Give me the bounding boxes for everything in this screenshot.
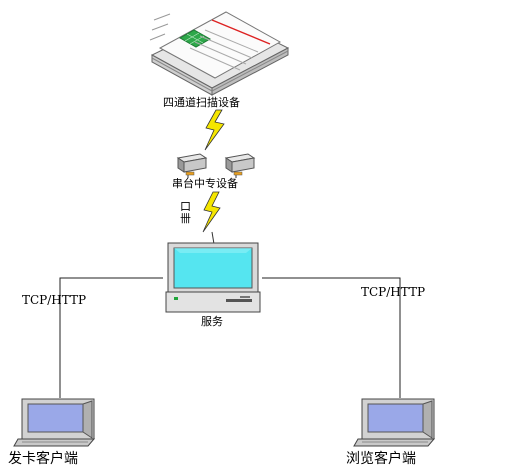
relay-label: 串台中专设备 [172, 177, 238, 190]
server-computer-icon [165, 242, 261, 313]
relay-side-glyph: 口 卌 [180, 200, 191, 225]
card-client-label: 发卡客户端 [8, 451, 78, 467]
laptop-icon [13, 398, 96, 447]
link-left-label: TCP/HTTP [22, 293, 87, 307]
wireless-link-icon [202, 191, 221, 233]
relay-device-icon [176, 153, 256, 178]
wireless-link-icon [204, 109, 225, 151]
connector-lines [59, 277, 401, 398]
scanner-icon [149, 11, 290, 96]
scanner-label: 四通道扫描设备 [163, 96, 240, 109]
browse-client-label: 浏览客户端 [346, 451, 416, 467]
link-right-label: TCP/HTTP [361, 285, 426, 299]
server-label: 服务 [201, 315, 223, 328]
laptop-icon [353, 398, 436, 447]
link-left-line [59, 277, 163, 398]
link-right-line [262, 277, 401, 398]
